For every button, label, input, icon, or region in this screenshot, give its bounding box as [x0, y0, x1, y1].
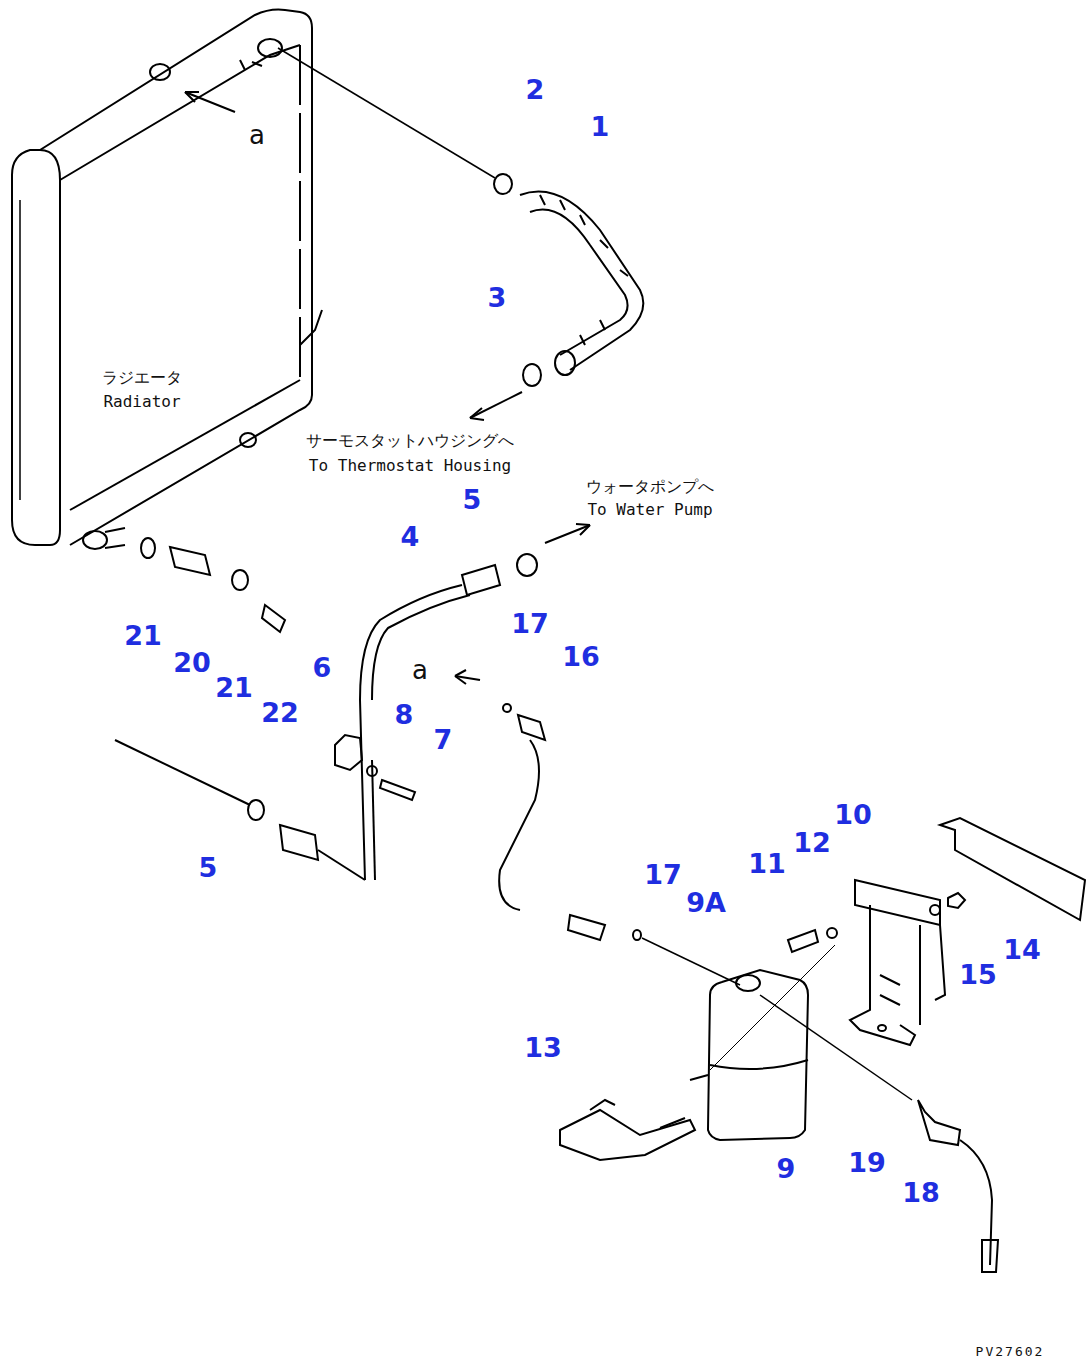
callout-number: 15	[957, 960, 999, 990]
callout-number: 11	[746, 849, 788, 879]
callout-number: 13	[522, 1033, 564, 1063]
part-label: a	[410, 656, 430, 685]
callout-number: 7	[432, 725, 455, 755]
part-label: ラジエータ	[100, 369, 184, 387]
callout-number: 6	[311, 653, 334, 683]
callout-number: 14	[1001, 935, 1043, 965]
callout-number: 21	[122, 621, 164, 651]
callout-number: 21	[213, 673, 255, 703]
callout-number: 16	[560, 642, 602, 672]
part-label: To Thermostat Housing	[307, 457, 513, 475]
callout-number: 8	[393, 700, 416, 730]
callout-number: 20	[171, 648, 213, 678]
callout-number: 10	[832, 800, 874, 830]
callout-number: 1	[589, 112, 612, 142]
part-label: サーモスタットハウジングへ	[304, 432, 516, 450]
callout-number: 22	[259, 698, 301, 728]
callout-number: 9A	[684, 888, 728, 918]
callout-number: 3	[486, 283, 509, 313]
drawing-code: PV27602	[974, 1345, 1047, 1359]
callout-number: 12	[791, 828, 833, 858]
callout-number: 5	[197, 853, 220, 883]
part-label: Radiator	[101, 393, 182, 411]
callout-number: 5	[461, 485, 484, 515]
callout-number: 19	[846, 1148, 888, 1178]
callout-number: 4	[399, 522, 422, 552]
callout-number: 9	[775, 1154, 798, 1184]
part-label: ウォータポンプへ	[584, 478, 716, 496]
callout-number: 18	[900, 1178, 942, 1208]
callout-number: 17	[509, 609, 551, 639]
callout-number: 17	[642, 860, 684, 890]
callout-number: 2	[524, 75, 547, 105]
part-label: To Water Pump	[585, 501, 714, 519]
part-label: a	[247, 121, 267, 150]
